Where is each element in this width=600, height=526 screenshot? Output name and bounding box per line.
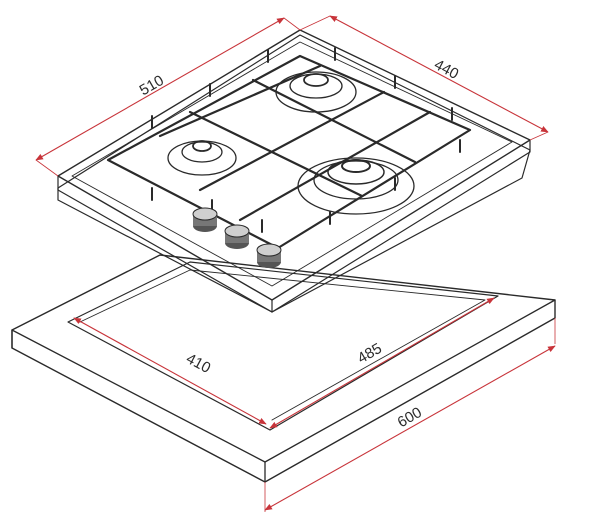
countertop (11, 254, 556, 483)
pan-support-grid (106, 47, 472, 250)
dimension-cutout-depth: 410 (73, 317, 267, 425)
dimension-hob-width: 510 (35, 17, 301, 177)
dimension-label-410: 410 (183, 350, 213, 377)
dimension-label-485: 485 (355, 340, 385, 367)
dimension-label-510: 510 (137, 72, 167, 99)
control-knob-1 (192, 207, 218, 232)
control-knob-3 (256, 243, 282, 268)
wok-burner (297, 157, 415, 215)
control-knob-2 (224, 224, 250, 249)
dimension-label-440: 440 (431, 56, 461, 83)
rear-burner (275, 71, 357, 113)
dimension-cutout-width: 485 (269, 297, 495, 429)
left-burner (167, 140, 237, 176)
cutout-opening (67, 261, 499, 431)
dimension-label-600: 600 (395, 404, 425, 431)
